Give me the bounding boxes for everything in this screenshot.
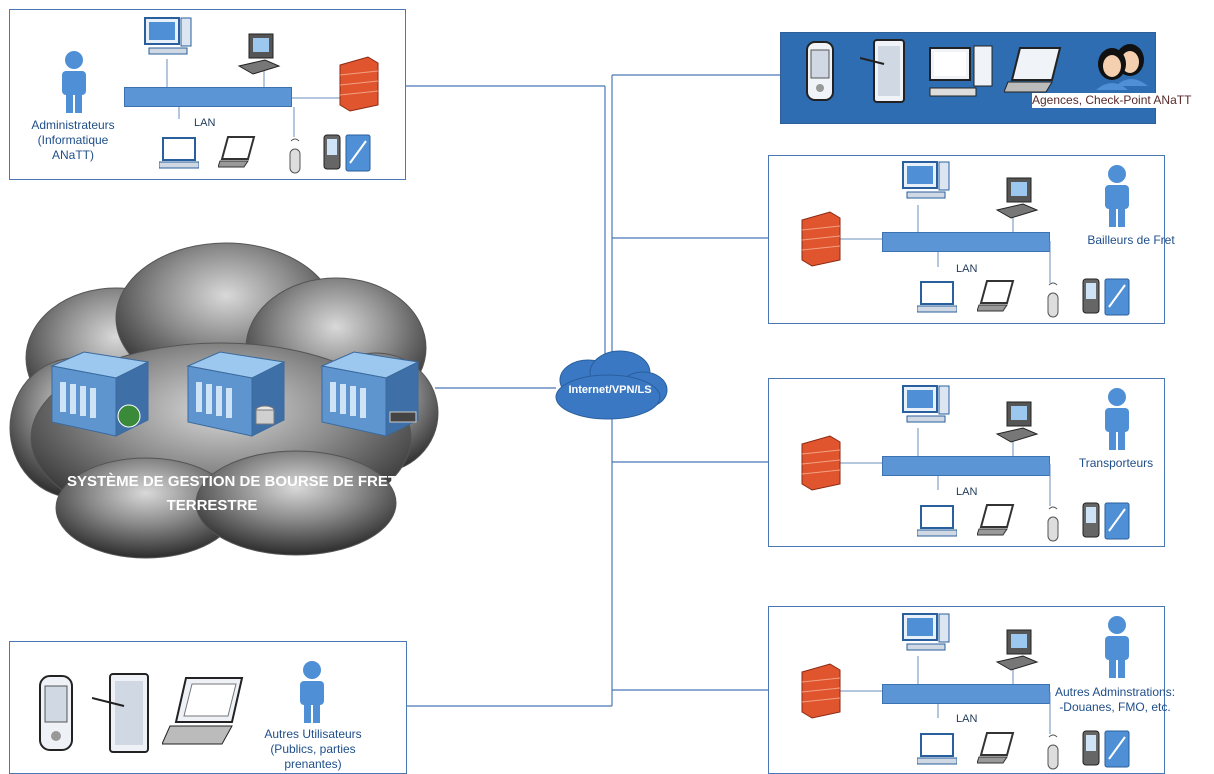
desktop-icon [902, 385, 950, 423]
freight-owners-lan-label: LAN [956, 263, 978, 275]
server-app-icon [320, 351, 420, 437]
laptop-icon [977, 504, 1015, 536]
laptop-icon [917, 505, 957, 537]
carriers-label: Transporteurs [1078, 456, 1154, 470]
pda-icon [1082, 502, 1130, 540]
carriers-lan-links [840, 428, 1051, 506]
firewall-icon [339, 56, 379, 112]
firewall-icon [801, 663, 841, 719]
desktop-icon [902, 613, 950, 651]
desktop-icon [929, 45, 993, 97]
user-icon [1105, 616, 1129, 678]
pda-icon [1082, 278, 1130, 316]
user-icon [300, 661, 324, 723]
laptop-icon [977, 732, 1015, 764]
globe-icon [117, 404, 141, 428]
admin-lan-links [166, 59, 342, 137]
laptop-icon [218, 136, 256, 168]
network-hub-icon [555, 350, 668, 420]
user-icon [1105, 388, 1129, 450]
workstation-icon [237, 33, 281, 75]
carriers-lan-label: LAN [956, 486, 978, 498]
system-cloud-title: SYSTÈME DE GESTION DE BOURSE DE FRET TER… [66, 473, 398, 514]
desktop-icon [144, 17, 192, 55]
admin-group-label: Administrateurs (Informatique ANaTT) [31, 118, 115, 162]
mouse-icon [1047, 506, 1059, 542]
freight-owners-label: Bailleurs de Fret [1087, 233, 1175, 247]
tablet-icon [860, 39, 905, 103]
agencies-group-label: Agences, Check-Point ANaTT [1032, 93, 1202, 108]
network-hub-label: Internet/VPN/LS [568, 384, 652, 396]
firewall-icon [801, 211, 841, 267]
desktop-icon [902, 161, 950, 199]
other-users-label: Autres Utilisateurs (Publics, parties pr… [264, 727, 362, 771]
workstation-icon [995, 401, 1039, 443]
pda-icon [39, 675, 73, 751]
other-admin-label: Autres Adminstrations: -Douanes, FMO, et… [1054, 685, 1176, 714]
mouse-icon [1047, 734, 1059, 770]
laptop-icon [977, 280, 1015, 312]
user-icon [1105, 165, 1129, 227]
pda-icon [1082, 730, 1130, 768]
users-icon [1096, 44, 1148, 90]
admin-lan-label: LAN [194, 117, 216, 129]
freight-owners-lan-links [840, 205, 1051, 283]
server-database-icon [186, 351, 286, 437]
pda-icon [806, 41, 834, 101]
laptop-icon [162, 677, 244, 745]
server-web-icon [50, 351, 150, 437]
mouse-icon [1047, 282, 1059, 318]
firewall-icon [801, 435, 841, 491]
other-admin-lan-label: LAN [956, 713, 978, 725]
laptop-icon [917, 733, 957, 765]
workstation-icon [995, 629, 1039, 671]
laptop-icon [1004, 47, 1062, 93]
tablet-icon [92, 673, 149, 753]
workstation-icon [995, 177, 1039, 219]
admin-lan-bar [124, 87, 292, 107]
mouse-icon [289, 138, 301, 174]
laptop-icon [159, 137, 199, 169]
user-icon [62, 51, 86, 113]
laptop-icon [917, 281, 957, 313]
pda-icon [323, 134, 371, 172]
